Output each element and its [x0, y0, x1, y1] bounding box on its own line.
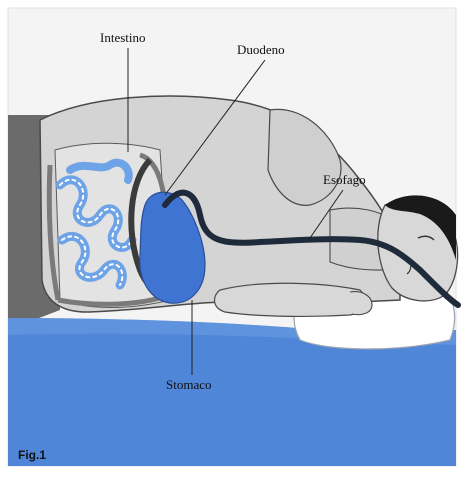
- forearm: [215, 283, 366, 316]
- label-intestino: Intestino: [100, 30, 146, 46]
- label-esofago: Esofago: [323, 172, 366, 188]
- label-stomaco: Stomaco: [166, 377, 212, 393]
- figure-label: Fig.1: [18, 448, 46, 462]
- label-duodeno: Duodeno: [237, 42, 285, 58]
